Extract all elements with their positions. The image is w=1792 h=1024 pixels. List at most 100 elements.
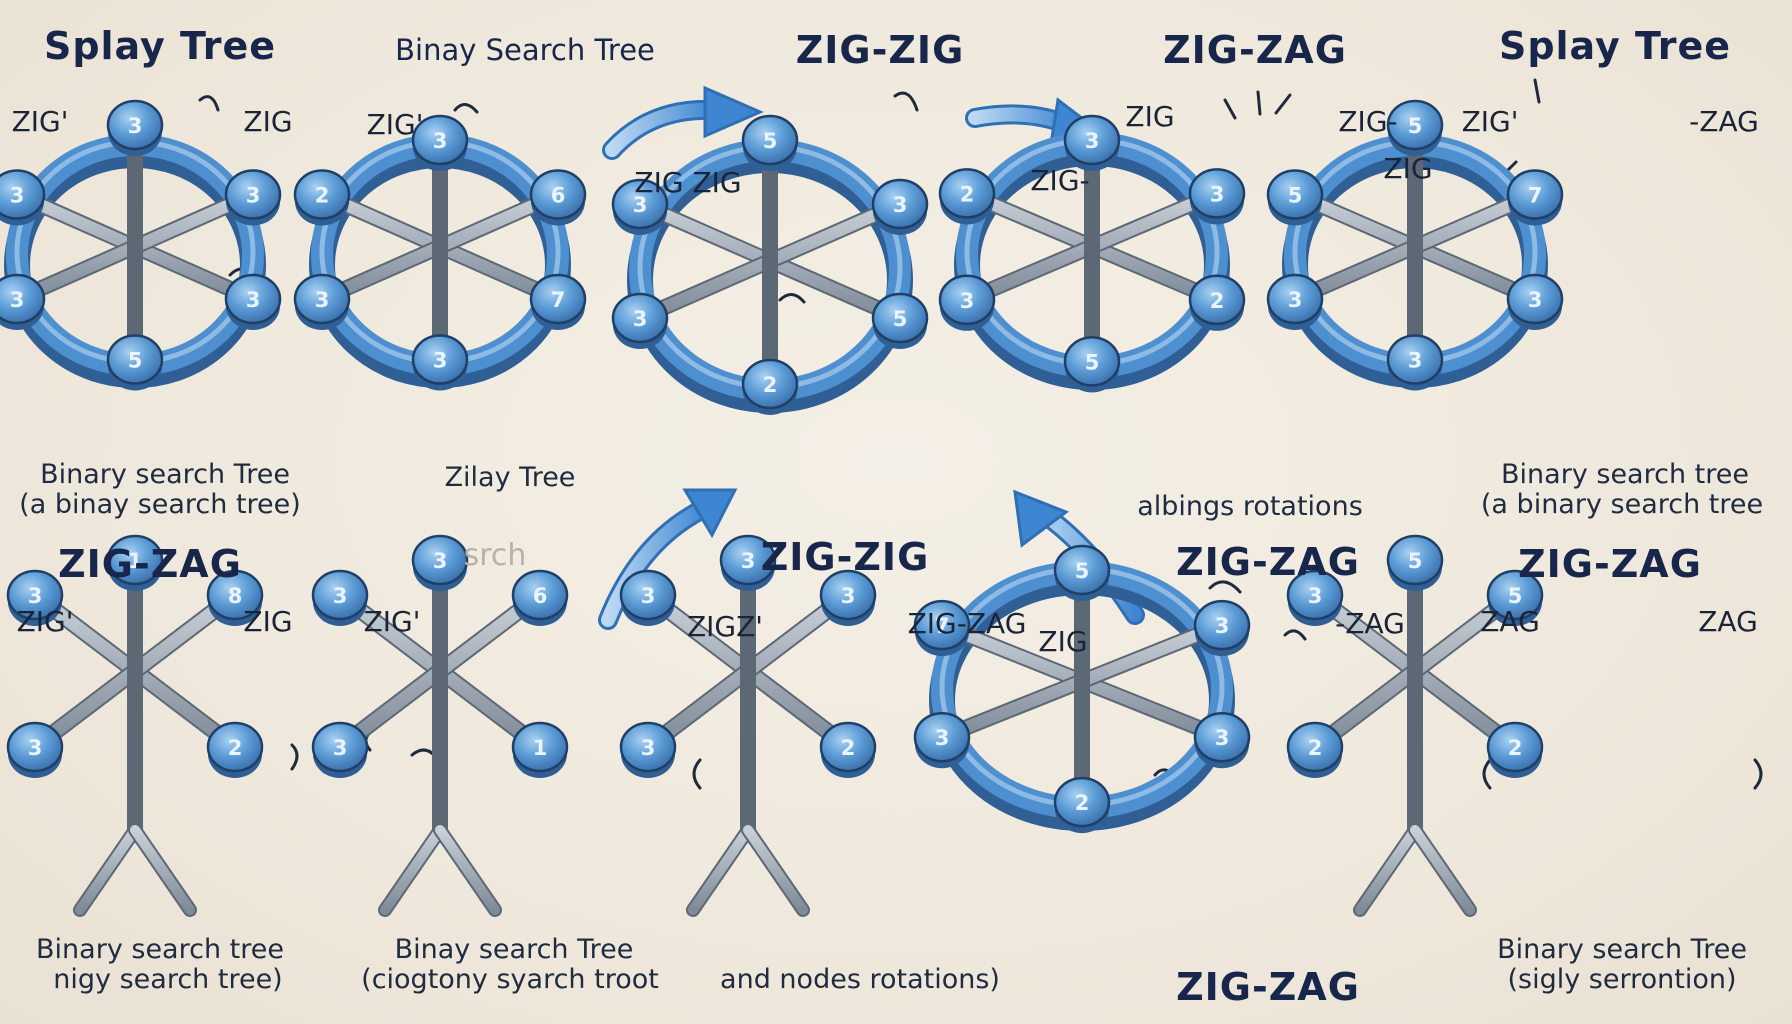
node-label: 2 (1075, 791, 1090, 815)
ring-node: 2 (293, 169, 351, 226)
ring-node: 5 (1266, 169, 1324, 226)
ring-node: 3 (871, 178, 929, 235)
node-label: 6 (551, 184, 566, 208)
squiggle (1533, 78, 1541, 104)
node-label: 2 (315, 184, 330, 208)
panel-4-title: ZIG-ZAG (1163, 28, 1347, 72)
panel-6-right-ann: ZIG (243, 605, 293, 638)
panel-5: 5 5 7 3 3 3 (1266, 99, 1564, 391)
node-label: 5 (1508, 584, 1523, 608)
node-label: 3 (10, 184, 25, 208)
node-label: 3 (315, 288, 330, 312)
panel-9-left-ann: ZIG (1038, 625, 1088, 658)
node-label: 5 (763, 129, 778, 153)
panel-5-right-ann: -ZAG (1689, 105, 1759, 138)
root-node: 3 (106, 99, 164, 156)
panel-7-left-ann: ZIG' (363, 605, 421, 638)
panel-2-left-ann: ZIG' (366, 108, 424, 141)
node-label: 7 (551, 288, 566, 312)
node-label: 3 (433, 129, 448, 153)
ring-node: 7 (1506, 169, 1564, 226)
root-node: 5 (1386, 99, 1444, 156)
arrow-p2-to-p3-head (703, 85, 764, 139)
ring-node: 3 (411, 334, 469, 391)
root-node: 3 (719, 534, 777, 591)
ring-node: 7 (913, 599, 971, 657)
squiggle (1482, 758, 1492, 790)
node-label: 7 (935, 614, 950, 638)
node-label: 2 (841, 736, 856, 760)
panel-4-left-ann: ZIG (1125, 100, 1175, 133)
squiggle (893, 91, 919, 112)
panel-9-right-ann: -ZAG (1335, 607, 1405, 640)
node-label: 5 (1408, 549, 1423, 573)
panel-8-title: ZIG-ZIG (760, 535, 930, 579)
node-label: 3 (633, 307, 648, 331)
ring-node: 3 (293, 273, 351, 330)
node-label: 5 (128, 349, 143, 373)
node-label: 2 (1210, 289, 1225, 313)
node-label: 2 (1308, 736, 1323, 760)
ring-node: 5 (871, 292, 929, 349)
ring-node: 5 (106, 334, 164, 391)
node-label: 2 (1508, 736, 1523, 760)
node-label: 1 (533, 736, 548, 760)
node-label: 3 (641, 736, 656, 760)
ring-node: 5 (1063, 336, 1121, 393)
panel-6-caption-2: nigy search tree) (53, 964, 283, 995)
node-label: 3 (246, 288, 261, 312)
node-label: 3 (246, 184, 261, 208)
root-node: 5 (1053, 544, 1111, 601)
node-label: 6 (533, 584, 548, 608)
branch-node: 3 (6, 569, 64, 626)
branch-node: 3 (311, 569, 369, 626)
ring-node: 3 (1266, 273, 1324, 330)
panel-4-right-ann: ZIG- (1338, 105, 1398, 138)
squiggle (1208, 580, 1242, 594)
node-label: 3 (10, 288, 25, 312)
ring-node: 2 (1053, 776, 1111, 834)
panel-1-right-ann: ZIG (243, 105, 293, 138)
ring-node: 3 (1506, 273, 1564, 330)
node-label: 3 (433, 349, 448, 373)
panel-9-title: ZIG-ZAG (1176, 540, 1360, 584)
root-node: 1 (106, 534, 164, 591)
panel-10-left-ann: ZAG (1480, 605, 1540, 638)
node-label: 7 (1528, 184, 1543, 208)
branch-node: 5 (1486, 569, 1544, 626)
node-label: 3 (935, 726, 950, 750)
branch-node: 3 (311, 721, 369, 778)
ring-node: 2 (938, 168, 996, 225)
root-node: 3 (411, 114, 469, 171)
ring-node: 3 (0, 273, 46, 330)
panel-1-caption-1: Binary search Tree (40, 459, 290, 490)
squiggle (1274, 93, 1292, 115)
panel-5-caption-2: (a binary search tree (1480, 489, 1764, 520)
node-label: 3 (1408, 349, 1423, 373)
panel-10: 5 3 5 2 2 (1286, 534, 1544, 917)
branch-node: 2 (819, 721, 877, 778)
ring-node: 3 (611, 178, 669, 235)
ring-node: 3 (611, 292, 669, 349)
node-label: 3 (1288, 288, 1303, 312)
ring-node: 3 (913, 711, 971, 769)
branch-node: 8 (206, 569, 264, 626)
node-label: 3 (641, 584, 656, 608)
root-node: 5 (1386, 534, 1444, 591)
panel-7-caption-2: (ciogtony syarch troot (361, 964, 659, 995)
ring-node: 6 (529, 169, 587, 226)
node-label: 3 (960, 289, 975, 313)
panel-1-title: Splay Tree (43, 24, 277, 68)
panel-6-caption-1: Binary search tree (36, 934, 284, 965)
branch-node: 3 (1286, 569, 1344, 626)
zig-top4-label: ZIG (1383, 152, 1433, 185)
ring-node: 3 (224, 273, 282, 330)
ring-node: 7 (529, 273, 587, 330)
root-node: 3 (411, 534, 469, 591)
